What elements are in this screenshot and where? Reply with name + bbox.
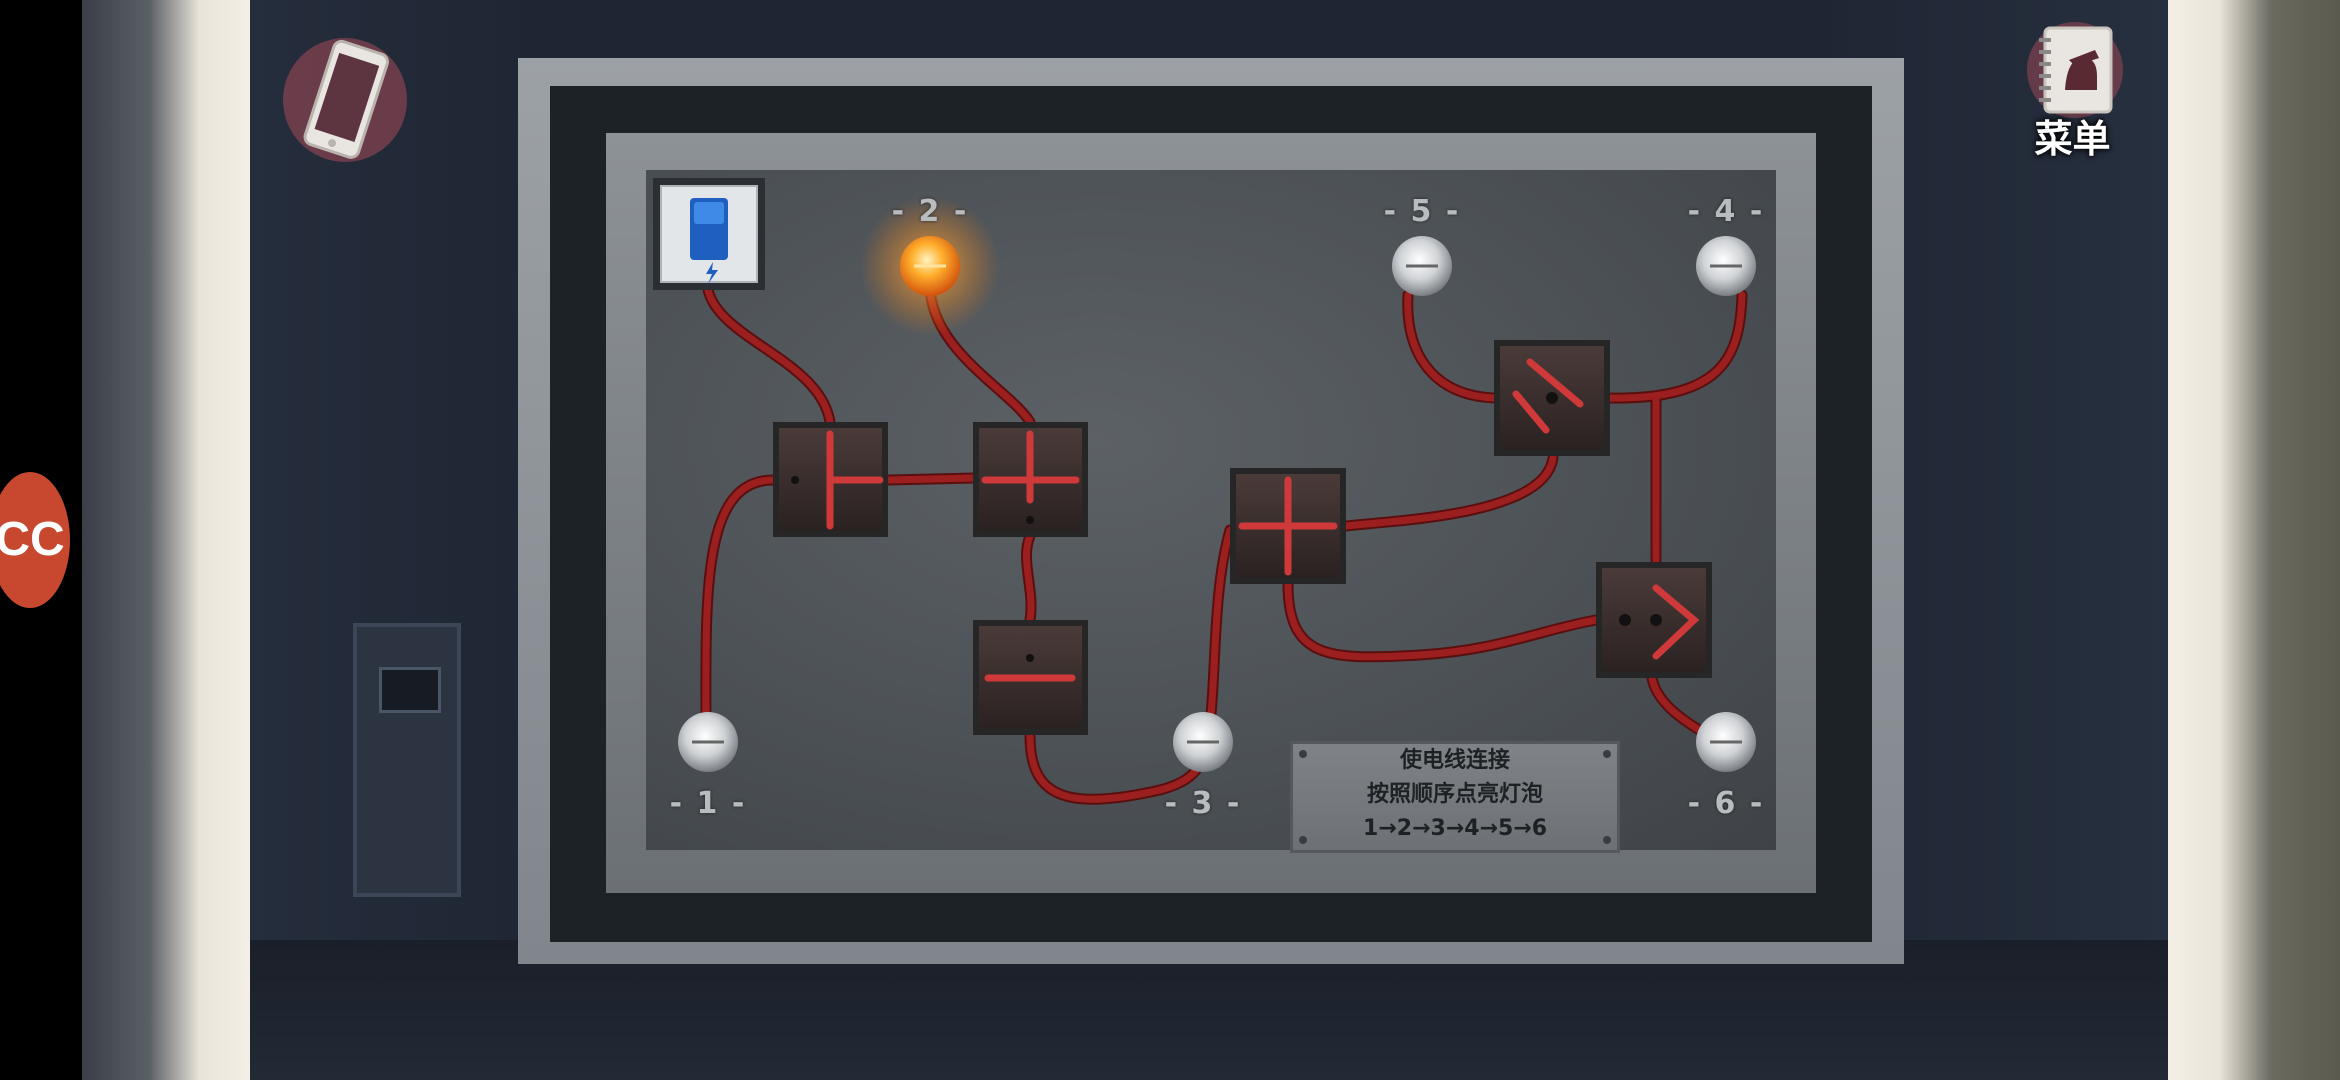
junction-tile-2[interactable] — [973, 422, 1088, 537]
menu-button[interactable]: 菜单 — [1985, 20, 2160, 170]
bulb-label-2: - 2 - — [891, 194, 969, 229]
instruction-line-3: 1→2→3→4→5→6 — [1362, 816, 1547, 841]
bulb-5[interactable] — [1392, 236, 1452, 296]
bulb-3[interactable] — [1173, 712, 1233, 772]
bulb-2[interactable] — [860, 196, 1000, 336]
power-switch[interactable] — [653, 178, 765, 290]
phone-button[interactable] — [270, 25, 420, 175]
bulb-label-6: - 6 - — [1687, 786, 1765, 821]
instruction-line-2: 按照顺序点亮灯泡 — [1366, 782, 1543, 807]
bulb-1[interactable] — [678, 712, 738, 772]
bulb-6[interactable] — [1696, 712, 1756, 772]
junction-tile-5[interactable] — [1494, 340, 1610, 456]
bulb-label-5: - 5 - — [1383, 194, 1461, 229]
bulb-label-3: - 3 - — [1164, 786, 1242, 821]
cc-button[interactable]: CC — [0, 472, 70, 608]
paper-border-right — [2168, 0, 2340, 1080]
phone-icon — [283, 38, 407, 162]
notebook-icon — [2027, 22, 2123, 118]
wires — [702, 281, 1746, 803]
junction-tile-6[interactable] — [1596, 562, 1712, 678]
menu-label: 菜单 — [2034, 117, 2111, 161]
bulb-label-1: - 1 - — [669, 786, 747, 821]
wall-cabinet — [353, 623, 461, 897]
junction-tile-3[interactable] — [973, 620, 1088, 735]
bulb-4[interactable] — [1696, 236, 1756, 296]
bulb-label-4: - 4 - — [1687, 194, 1765, 229]
junction-tile-4[interactable] — [1230, 468, 1346, 584]
instruction-plate: 使电线连接 按照顺序点亮灯泡 1→2→3→4→5→6 — [1290, 741, 1620, 853]
instruction-line-1: 使电线连接 — [1399, 748, 1510, 773]
junction-tile-1[interactable] — [773, 422, 888, 537]
paper-border-left — [82, 0, 250, 1080]
